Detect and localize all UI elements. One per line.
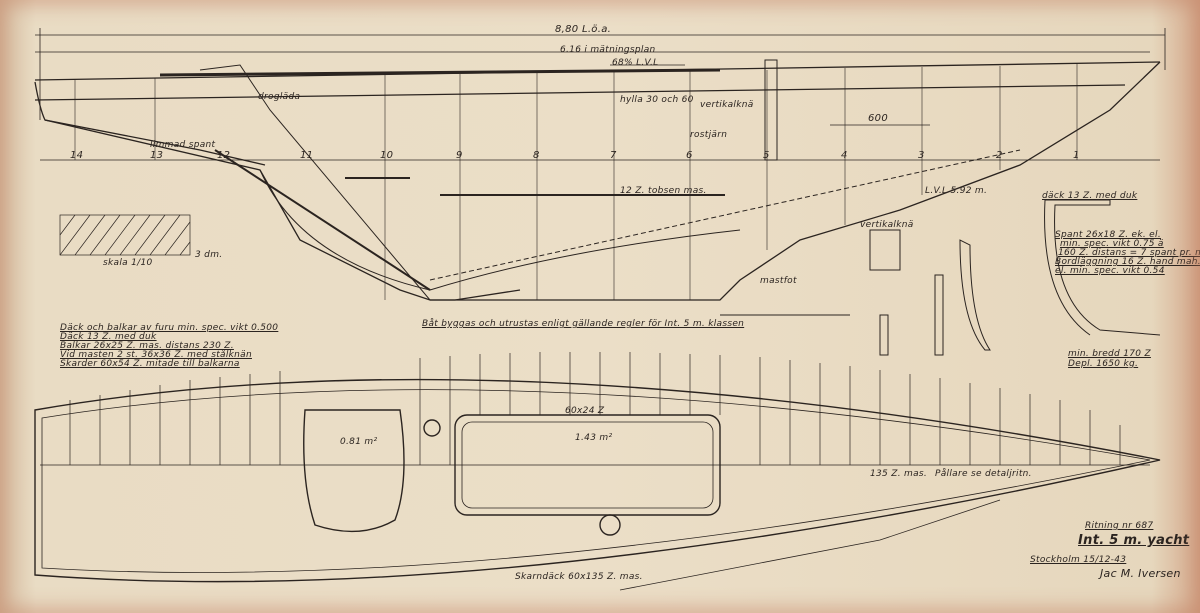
profile-label: rostjärn (690, 130, 728, 140)
profile-label: drogläda (258, 92, 301, 102)
note-line: Däck 13 Z. med duk (60, 332, 157, 342)
frames-note: min. spec. vikt 0.75 ä (1060, 239, 1164, 249)
bulkhead-label: 135 Z. mas. (870, 469, 928, 479)
profile-label: vertikalknä (700, 100, 754, 110)
scale-bar (59, 214, 191, 256)
station-label: 6 (686, 150, 693, 161)
station-label: 12 (217, 150, 231, 161)
coaming-label: Skarndäck 60x135 Z. mas. (515, 572, 643, 582)
station-label: 7 (610, 150, 617, 161)
deck-note: däck 13 Z. med duk (1042, 191, 1138, 201)
detail-sketches (720, 199, 1161, 356)
spacing-dimension: 600 (868, 113, 888, 124)
scale-unit-label: 3 dm. (195, 250, 223, 260)
station-label: 9 (456, 150, 463, 161)
station-label: 14 (70, 150, 84, 161)
station-label: 2 (996, 150, 1003, 161)
station-label: 3 (918, 150, 925, 161)
station-label: 11 (300, 150, 314, 161)
note-line: Skarder 60x54 Z. mitade till balkarna (60, 359, 240, 369)
planking-note: el. min. spec. vikt 0.54 (1055, 266, 1165, 276)
lvl-pct-dimension: 68% L.V.L (612, 58, 659, 68)
signature: Jac M. Iversen (1100, 567, 1181, 580)
profile-label: hylla 30 och 60 (620, 95, 694, 105)
station-label: 8 (533, 150, 540, 161)
drawing-number: Ritning nr 687 (1085, 521, 1154, 531)
deck-plan (34, 352, 1161, 591)
lvl-dimension: L.V.L 5.92 m. (925, 186, 988, 196)
frames-note: Spant 26x18 Z. ek. el. (1055, 230, 1161, 240)
scale-label: skala 1/10 (103, 258, 153, 268)
min-width-note: min. bredd 170 Z (1068, 349, 1151, 359)
profile-label: mastfot (760, 276, 797, 286)
planking-note: Bordläggning 16 Z. hand mah. (1055, 257, 1200, 267)
measurement-dimension: 6.16 i mätningsplan (560, 45, 656, 55)
beam-label: 60x24 Z (565, 406, 605, 416)
build-rules-note: Båt byggas och utrustas enligt gällande … (422, 319, 745, 329)
station-label: 5 (763, 150, 770, 161)
cockpit-area: 1.43 m² (575, 433, 613, 443)
side-profile (34, 59, 1161, 301)
station-label: 4 (841, 150, 848, 161)
frames-note: 160 Z. distans = 7 spant pr. m. (1058, 248, 1200, 258)
note-line: Däck och balkar av furu min. spec. vikt … (60, 323, 279, 333)
note-line: Vid masten 2 st. 36x36 Z. med stålknän (60, 350, 252, 360)
dimension-lines (35, 28, 1166, 126)
loa-dimension: 8,80 L.ö.a. (555, 24, 612, 35)
stanchion-label: Pållare se detaljritn. (935, 469, 1032, 479)
note-line: Balkar 26x25 Z. mas. distans 230 Z. (60, 341, 234, 351)
profile-label: vertikalknä (860, 220, 914, 230)
hatch-area: 0.81 m² (340, 437, 378, 447)
drawing-title: Int. 5 m. yacht (1078, 533, 1190, 548)
station-label: 13 (150, 150, 164, 161)
displacement-note: Depl. 1650 kg. (1068, 359, 1139, 369)
place-date: Stockholm 15/12-43 (1030, 555, 1127, 565)
profile-label: limmad spant (150, 140, 216, 150)
station-label: 1 (1073, 150, 1080, 161)
station-label: 10 (380, 150, 394, 161)
profile-label: 12 Z. tobsen mas. (620, 186, 707, 196)
